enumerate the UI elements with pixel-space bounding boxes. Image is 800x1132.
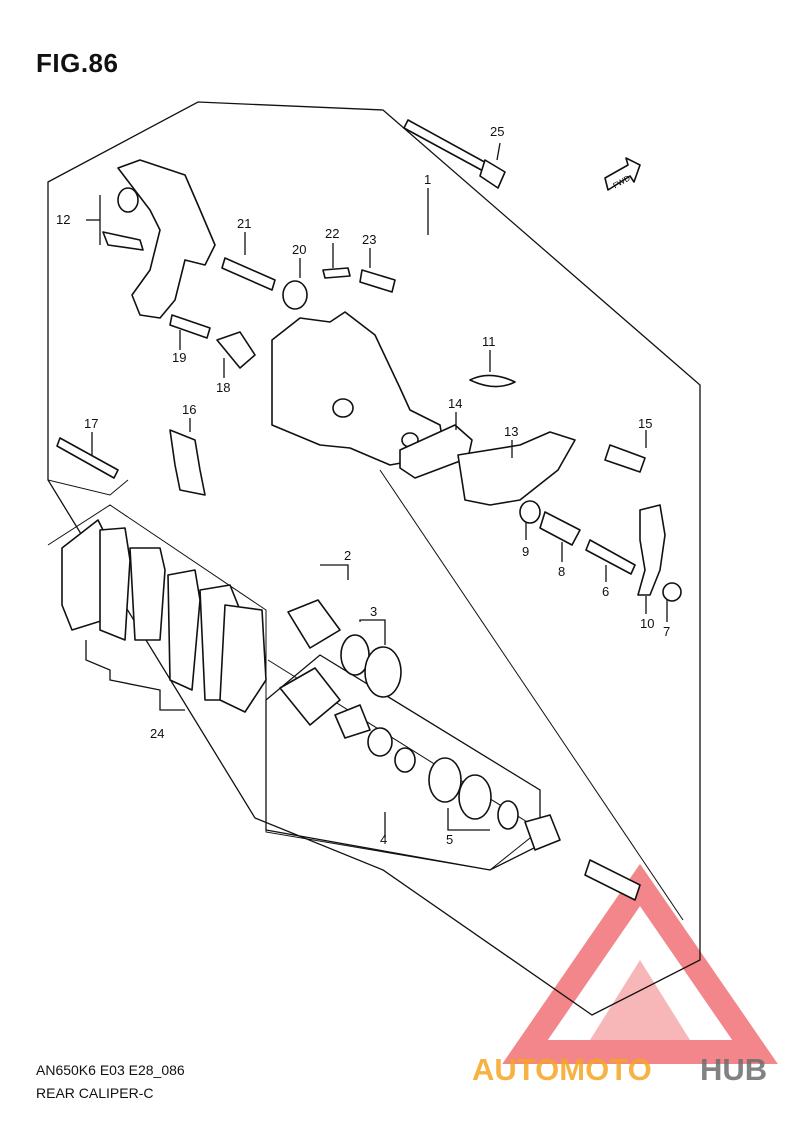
part-bleeder-set [524, 814, 561, 851]
caliper-body [271, 311, 446, 466]
part-4-piston-set [279, 667, 519, 830]
callout-25: 25 [490, 124, 504, 139]
callout-10: 10 [640, 616, 654, 631]
part-6-screw [585, 539, 636, 575]
part-17-pin [56, 437, 119, 479]
part-16-clip [169, 429, 206, 496]
callout-9: 9 [522, 544, 529, 559]
part-22-bleeder [322, 267, 351, 279]
callout-17: 17 [84, 416, 98, 431]
part-13-lever [457, 431, 576, 506]
figure-subtitle: REAR CALIPER-C [36, 1085, 154, 1101]
callout-21: 21 [237, 216, 251, 231]
callout-5: 5 [446, 832, 453, 847]
bleeder-line [379, 469, 684, 921]
part-3-seal-b [364, 646, 402, 698]
watermark-text-gray: HUB [700, 1052, 767, 1087]
callout-18: 18 [216, 380, 230, 395]
part-8-adjuster [539, 511, 581, 546]
callout-16: 16 [182, 402, 196, 417]
assembly-outline-1 [47, 101, 701, 1016]
callout-12: 12 [56, 212, 70, 227]
callout-14: 14 [448, 396, 462, 411]
part-18-boot [216, 331, 256, 369]
callout-2: 2 [344, 548, 351, 563]
watermark-text-orange: AUTOMOTO [472, 1052, 652, 1087]
callout-11: 11 [482, 334, 496, 349]
part-12-bracket [102, 159, 216, 319]
part-20-boot [282, 280, 308, 310]
fwd-arrow-icon: FWD [604, 157, 641, 191]
callout-19: 19 [172, 350, 186, 365]
callout-4: 4 [380, 832, 387, 847]
part-25-bolt [403, 119, 506, 189]
callout-15: 15 [638, 416, 652, 431]
part-15-bolt [604, 444, 646, 473]
part-19-pin [169, 314, 211, 339]
part-10-bracket [637, 504, 666, 596]
callout-23: 23 [362, 232, 376, 247]
callout-8: 8 [558, 564, 565, 579]
callout-20: 20 [292, 242, 306, 257]
leader-lines [85, 142, 668, 838]
part-11-spring [469, 374, 516, 388]
figure-code: AN650K6 E03 E28_086 [36, 1062, 185, 1078]
watermark-logo [502, 863, 778, 1064]
part-bleeder-screw [584, 859, 641, 901]
callout-24: 24 [150, 726, 164, 741]
part-9-ring [519, 500, 541, 524]
part-2-piston [287, 599, 341, 649]
callout-13: 13 [504, 424, 518, 439]
part-24-pads [61, 519, 267, 713]
part-23-cap [359, 269, 396, 293]
figure-title: FIG.86 [36, 48, 119, 78]
callout-7: 7 [663, 624, 670, 639]
callout-1: 1 [424, 172, 431, 187]
callout-3: 3 [370, 604, 377, 619]
part-7-nut [662, 582, 682, 602]
part-21-pin [221, 257, 276, 291]
callout-6: 6 [602, 584, 609, 599]
callout-22: 22 [325, 226, 339, 241]
bracket-outline [47, 182, 129, 496]
